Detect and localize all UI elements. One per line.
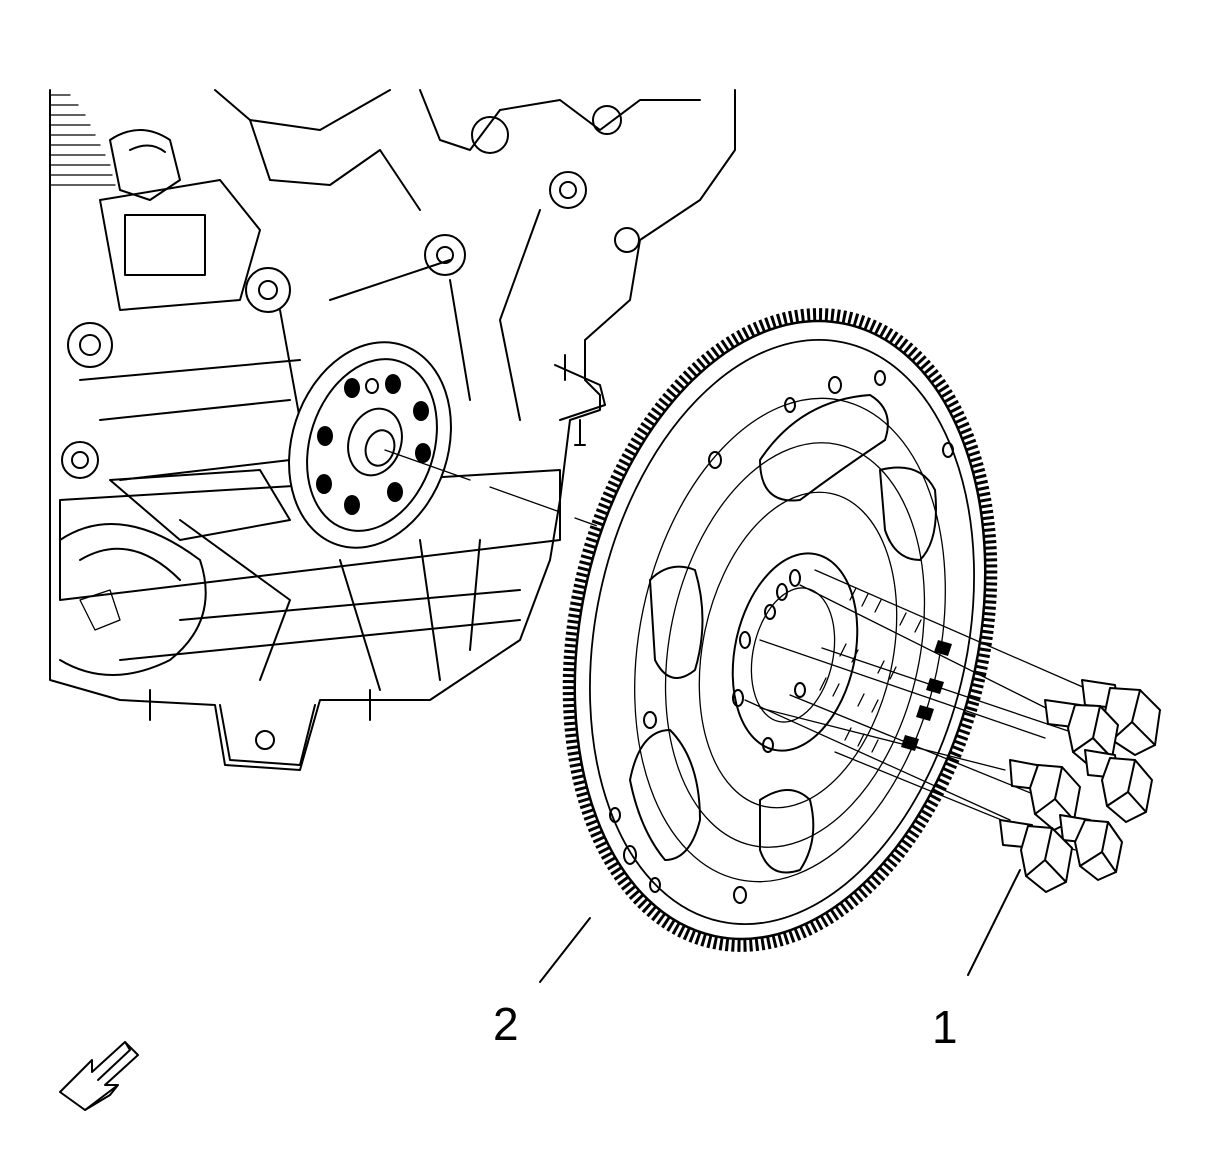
callout-label-2: 2	[493, 998, 519, 1050]
bolt	[1084, 749, 1153, 823]
alignment-centerline	[384, 449, 601, 528]
bolt	[1081, 679, 1161, 756]
crankshaft-flange	[288, 341, 452, 549]
flywheel	[562, 308, 998, 952]
front-direction-arrow-icon	[59, 1041, 139, 1111]
callout-leader-2	[539, 917, 591, 983]
engine-block	[49, 89, 736, 771]
callout-label-1: 1	[932, 1001, 958, 1053]
bolt	[1044, 699, 1119, 769]
bolt	[1059, 814, 1123, 881]
bolts	[999, 679, 1161, 893]
bolt	[999, 819, 1073, 893]
callout-leader-1	[967, 869, 1021, 976]
